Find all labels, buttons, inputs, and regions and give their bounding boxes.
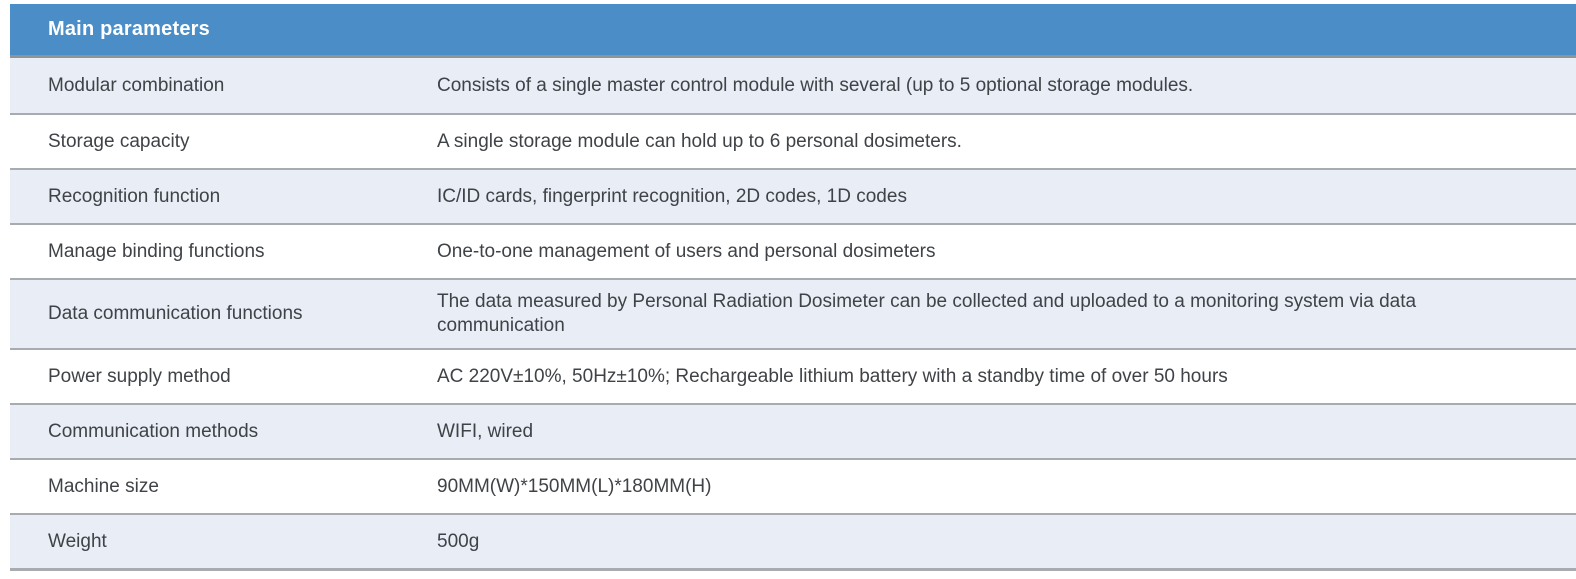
param-value-cell: A single storage module can hold up to 6… [437,130,962,152]
table-row: Data communication functions The data me… [10,278,1576,348]
param-value-cell: WIFI, wired [437,420,534,442]
param-value-cell: Consists of a single master control modu… [437,74,1194,96]
table-row: Power supply method AC 220V±10%, 50Hz±10… [10,348,1576,403]
main-parameters-table: Main parameters Modular combination Cons… [10,4,1576,571]
param-value-cell: 90MM(W)*150MM(L)*180MM(H) [437,475,712,497]
param-label-cell: Recognition function [48,185,221,207]
param-value-cell: One-to-one management of users and perso… [437,240,936,262]
param-label-cell: Manage binding functions [48,240,265,262]
table-row: Communication methods WIFI, wired [10,403,1576,458]
param-label-cell: Data communication functions [48,303,303,324]
param-label-cell: Weight [48,530,107,552]
table-body: Modular combination Consists of a single… [10,58,1576,568]
param-label-cell: Storage capacity [48,130,190,152]
table-row: Storage capacity A single storage module… [10,113,1576,168]
table-header-title: Main parameters [48,18,210,40]
param-value-cell: AC 220V±10%, 50Hz±10%; Rechargeable lith… [437,365,1228,387]
param-label-cell: Communication methods [48,420,259,442]
table-row: Weight 500g [10,513,1576,568]
table-row: Machine size 90MM(W)*150MM(L)*180MM(H) [10,458,1576,513]
table-row: Modular combination Consists of a single… [10,58,1576,113]
param-value-cell: The data measured by Personal Radiation … [437,291,1417,336]
table-row: Manage binding functions One-to-one mana… [10,223,1576,278]
param-label-cell: Machine size [48,475,159,497]
param-label-cell: Modular combination [48,74,225,96]
table-row: Recognition function IC/ID cards, finger… [10,168,1576,223]
param-value-cell: IC/ID cards, fingerprint recognition, 2D… [437,185,907,207]
table-header: Main parameters [10,4,1576,58]
param-label-cell: Power supply method [48,365,231,387]
param-value-cell: 500g [437,530,480,552]
